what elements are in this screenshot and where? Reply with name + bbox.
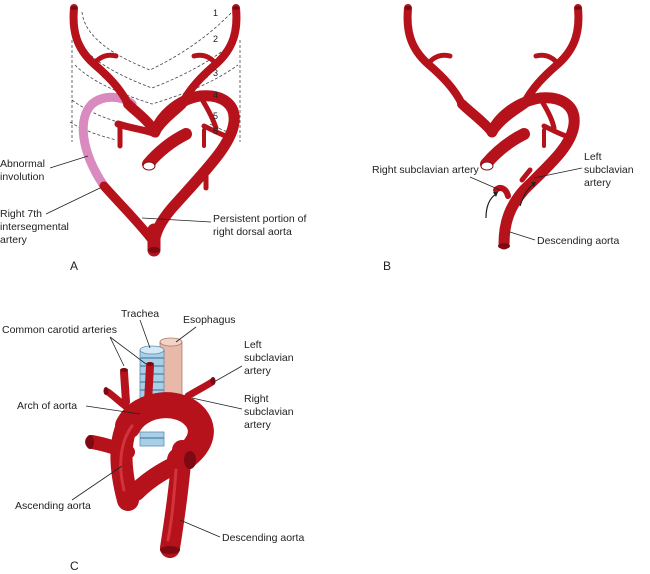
label-persistent-right-dorsal-aorta: Persistent portion of right dorsal aorta [213, 213, 309, 238]
label-right-7th-intersegmental-artery: Right 7th intersegmental artery [0, 208, 72, 246]
label-arch-of-aorta: Arch of aorta [17, 400, 77, 412]
pulmonary-trunk [142, 128, 192, 170]
label-descending-aorta-b: Descending aorta [537, 235, 619, 247]
label-left-subclavian-artery-b: Left subclavian artery [584, 151, 637, 189]
label-common-carotid-arteries: Common carotid arteries [2, 324, 117, 336]
arch-number-4: 4 [213, 90, 218, 100]
label-right-subclavian-artery-c: Right subclavian artery [244, 393, 297, 431]
panel-label-b: B [383, 259, 391, 273]
panel-b-diagram: Right subclavian artery Left subclavian … [372, 4, 637, 273]
panel-b-arteries [403, 4, 583, 250]
arch-number-5: 5 [213, 111, 218, 121]
panel-c-diagram: Trachea Esophagus Common carotid arterie… [2, 308, 304, 573]
label-right-subclavian-artery-b: Right subclavian artery [372, 164, 480, 176]
flow-arrow-right [485, 193, 497, 219]
panel-label-c: C [70, 559, 79, 573]
esophagus-tube [159, 337, 183, 401]
label-descending-aorta-c: Descending aorta [222, 532, 304, 544]
panel-a-diagram: 1 2 3 4 5 6 Abnormal involution Right 7t… [0, 4, 309, 273]
abnormal-involution-segment [78, 92, 137, 191]
label-trachea: Trachea [121, 308, 159, 320]
arch-number-1: 1 [213, 8, 218, 18]
label-left-subclavian-artery-c: Left subclavian artery [244, 339, 297, 377]
label-ascending-aorta: Ascending aorta [15, 500, 91, 512]
arch-number-2: 2 [213, 34, 218, 44]
label-abnormal-involution: Abnormal involution [0, 158, 48, 183]
trachea-lower [139, 431, 165, 447]
pulmonary-trunk-b [480, 128, 530, 170]
pulmonary-trunk-c [127, 451, 197, 501]
flow-arrow-left [519, 183, 535, 207]
arch-number-3: 3 [213, 68, 218, 78]
label-esophagus: Esophagus [183, 314, 236, 326]
panel-a-arteries [69, 4, 241, 257]
arch-number-6: 6 [213, 126, 218, 136]
panel-label-a: A [70, 259, 78, 273]
pulmonary-artery-c [85, 435, 135, 459]
